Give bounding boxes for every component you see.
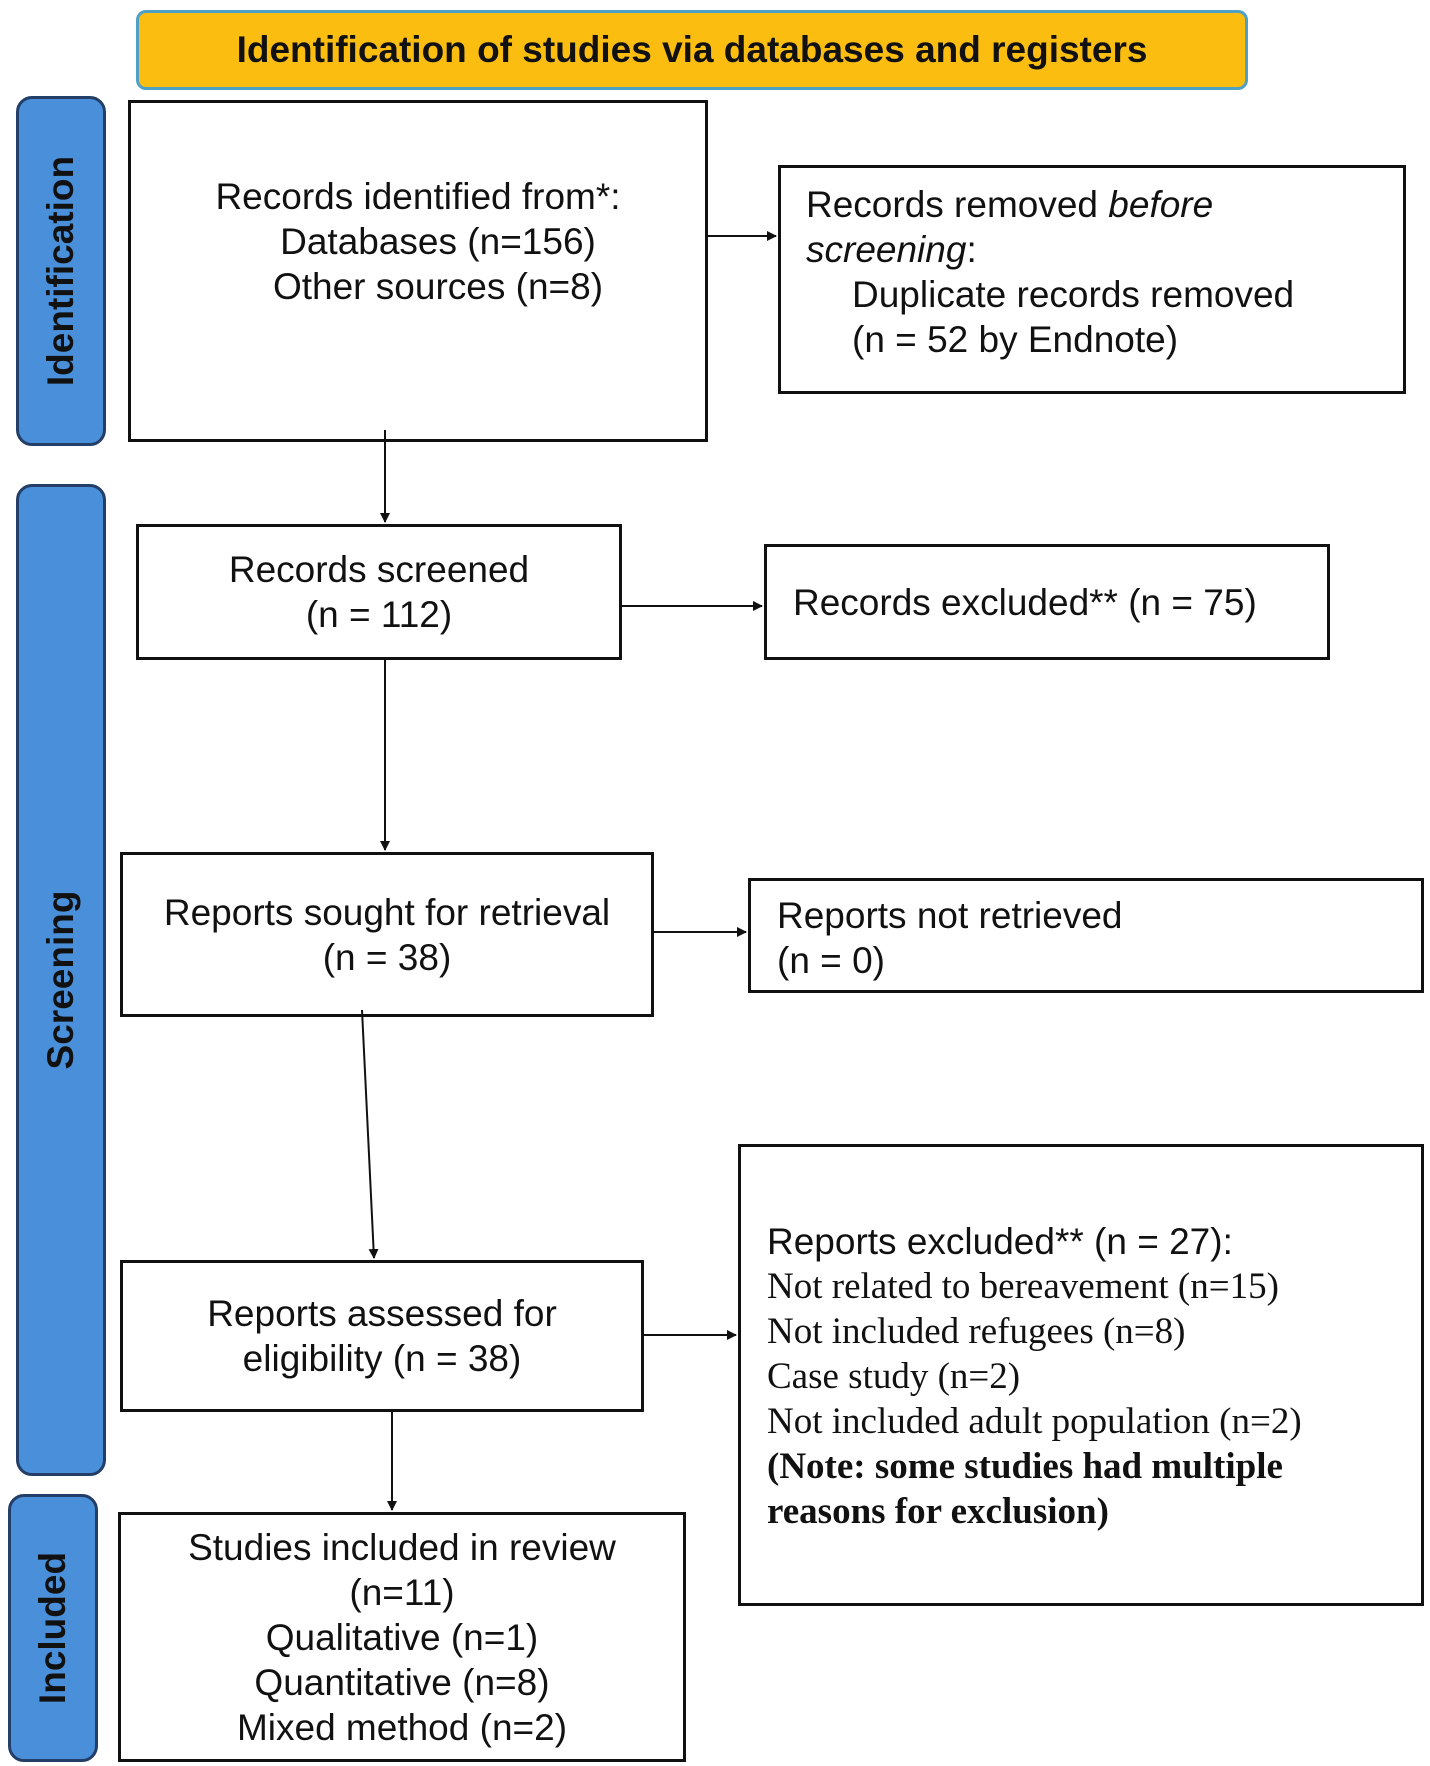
reports-sought-box: Reports sought for retrieval (n = 38): [120, 852, 654, 1017]
databases-count: Databases (n=156): [280, 220, 596, 262]
reports-assessed-label: Reports assessed for: [207, 1293, 557, 1334]
reports-excluded-box: Reports excluded** (n = 27): Not related…: [738, 1144, 1424, 1606]
records-removed-line1: Records removed before: [806, 182, 1403, 227]
records-excluded-text: Records excluded** (n = 75): [793, 581, 1257, 623]
arrow-sought-to-assessed: [361, 1009, 379, 1259]
qualitative-count: Qualitative (n=1): [265, 1616, 539, 1658]
exclusion-reason: Not related to bereavement (n=15): [767, 1266, 1279, 1307]
reports-sought-count: (n = 38): [322, 936, 452, 978]
records-identified-box: Records identified from*: Databases (n=1…: [128, 100, 708, 442]
duplicates-removed-count: (n = 52 by Endnote): [852, 319, 1179, 360]
other-sources-count: Other sources (n=8): [272, 265, 604, 307]
records-removed-emph-before: before: [1108, 184, 1214, 225]
records-removed-emph-screening: screening: [806, 229, 967, 270]
studies-included-box: Studies included in review (n=11) Qualit…: [118, 1512, 686, 1762]
reports-assessed-count: eligibility (n = 38): [242, 1338, 522, 1379]
records-screened-label: Records screened: [228, 549, 530, 590]
records-screened-box: Records screened (n = 112): [136, 524, 622, 660]
stage-included: Included: [8, 1494, 98, 1762]
diagram-header: Identification of studies via databases …: [136, 10, 1248, 90]
studies-included-count: (n=11): [349, 1571, 455, 1613]
quantitative-count: Quantitative (n=8): [254, 1661, 550, 1703]
stage-identification: Identification: [16, 96, 106, 446]
reports-excluded-title: Reports excluded** (n = 27):: [767, 1221, 1233, 1262]
reports-not-retrieved-box: Reports not retrieved (n = 0): [748, 878, 1424, 993]
records-removed-prefix: Records removed: [806, 184, 1109, 225]
records-identified-label: Records identified from*:: [215, 175, 621, 217]
records-excluded-box: Records excluded** (n = 75): [764, 544, 1330, 660]
exclusion-reason: Not included refugees (n=8): [767, 1311, 1186, 1352]
records-removed-box: Records removed before screening: Duplic…: [778, 165, 1406, 394]
duplicates-removed-label: Duplicate records removed: [852, 274, 1295, 315]
header-title: Identification of studies via databases …: [236, 29, 1148, 70]
exclusion-note-line2: reasons for exclusion): [767, 1491, 1109, 1532]
records-removed-suffix: :: [966, 229, 977, 270]
records-removed-line2: screening:: [806, 227, 1403, 272]
reports-not-retrieved-label: Reports not retrieved: [777, 895, 1123, 936]
exclusion-note-line1: (Note: some studies had multiple: [767, 1446, 1283, 1487]
reports-sought-label: Reports sought for retrieval: [163, 891, 611, 933]
reports-not-retrieved-count: (n = 0): [777, 940, 885, 981]
reports-assessed-box: Reports assessed for eligibility (n = 38…: [120, 1260, 644, 1412]
stage-screening: Screening: [16, 484, 106, 1476]
mixed-method-count: Mixed method (n=2): [236, 1706, 568, 1748]
exclusion-reason: Not included adult population (n=2): [767, 1401, 1302, 1442]
exclusion-reason: Case study (n=2): [767, 1356, 1021, 1397]
studies-included-label: Studies included in review: [188, 1526, 616, 1568]
records-screened-count: (n = 112): [305, 594, 453, 635]
